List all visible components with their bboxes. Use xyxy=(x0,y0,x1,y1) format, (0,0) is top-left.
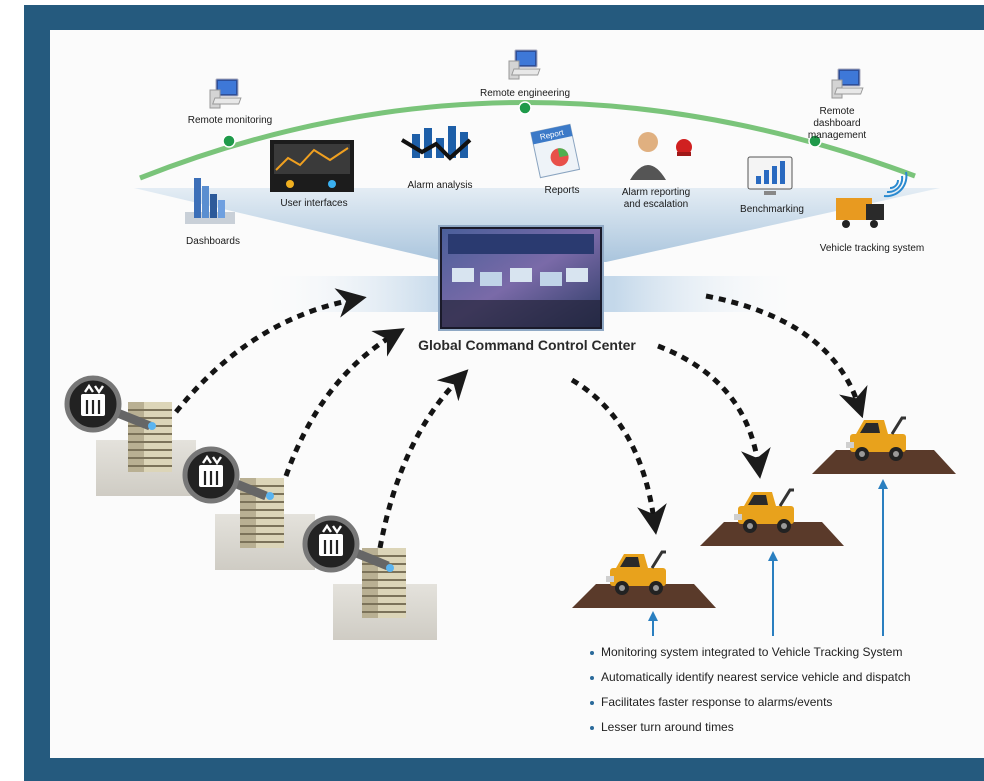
label-remote-engineering: Remote engineering xyxy=(479,88,571,99)
label-remote-monitoring: Remote monitoring xyxy=(187,115,273,126)
benchmark-icon xyxy=(747,156,793,195)
person-alarm-icon xyxy=(630,132,692,180)
building-site xyxy=(67,378,196,496)
flow-arrow xyxy=(174,288,367,414)
label-remote-dashboard-management: Remote dashboard management xyxy=(807,106,867,141)
bullet-text: Facilitates faster response to alarms/ev… xyxy=(601,695,833,709)
arc-node xyxy=(222,134,236,148)
arc-node xyxy=(518,101,532,115)
bullet-dot xyxy=(590,700,594,705)
computer-icon xyxy=(508,49,541,80)
screen-icon xyxy=(270,140,354,192)
command-center-title: Global Command Control Center xyxy=(418,337,636,353)
elevator-icon xyxy=(305,518,357,570)
tow-truck-unit xyxy=(700,488,844,546)
report-icon: Report xyxy=(530,123,581,179)
tow-truck-unit xyxy=(572,550,716,608)
bullet-dot xyxy=(590,650,594,655)
elevator-icon xyxy=(67,378,119,430)
list-item: Monitoring system integrated to Vehicle … xyxy=(590,642,911,667)
diagram-panel xyxy=(50,30,984,758)
list-item: Facilitates faster response to alarms/ev… xyxy=(590,692,911,717)
label-user-interfaces: User interfaces xyxy=(280,198,348,209)
bullet-text: Lesser turn around times xyxy=(601,720,734,734)
flow-arrow xyxy=(377,369,469,549)
label-vehicle-tracking: Vehicle tracking system xyxy=(819,243,925,254)
building-site xyxy=(305,518,437,640)
command-center-image xyxy=(438,225,604,331)
bullet-dot xyxy=(590,675,594,680)
list-item: Lesser turn around times xyxy=(590,717,911,742)
label-benchmarking: Benchmarking xyxy=(740,204,804,215)
arc-node xyxy=(808,134,822,148)
building-site xyxy=(185,449,315,570)
computer-icon xyxy=(209,78,242,109)
flow-arrow xyxy=(657,343,771,479)
label-alarm-analysis: Alarm analysis xyxy=(407,180,473,191)
building-icon xyxy=(127,401,173,473)
list-item: Automatically identify nearest service v… xyxy=(590,667,911,692)
flow-arrow xyxy=(705,293,868,419)
label-alarm-reporting: Alarm reporting and escalation xyxy=(621,187,691,210)
benefits-list: Monitoring system integrated to Vehicle … xyxy=(590,642,911,742)
flow-arrow xyxy=(570,377,667,535)
computer-icon xyxy=(831,68,864,99)
truck-icon xyxy=(836,198,884,228)
alarm-analysis-icon xyxy=(400,126,472,161)
dashboard-chart-icon xyxy=(185,178,235,224)
tow-truck-unit xyxy=(812,416,956,474)
bullet-dot xyxy=(590,725,594,730)
bullet-text: Automatically identify nearest service v… xyxy=(601,670,911,684)
label-reports: Reports xyxy=(544,185,580,196)
elevator-icon xyxy=(185,449,237,501)
flow-arrow xyxy=(283,328,405,477)
bullet-text: Monitoring system integrated to Vehicle … xyxy=(601,645,903,659)
signal-icon xyxy=(883,171,908,198)
label-dashboards: Dashboards xyxy=(186,236,240,247)
